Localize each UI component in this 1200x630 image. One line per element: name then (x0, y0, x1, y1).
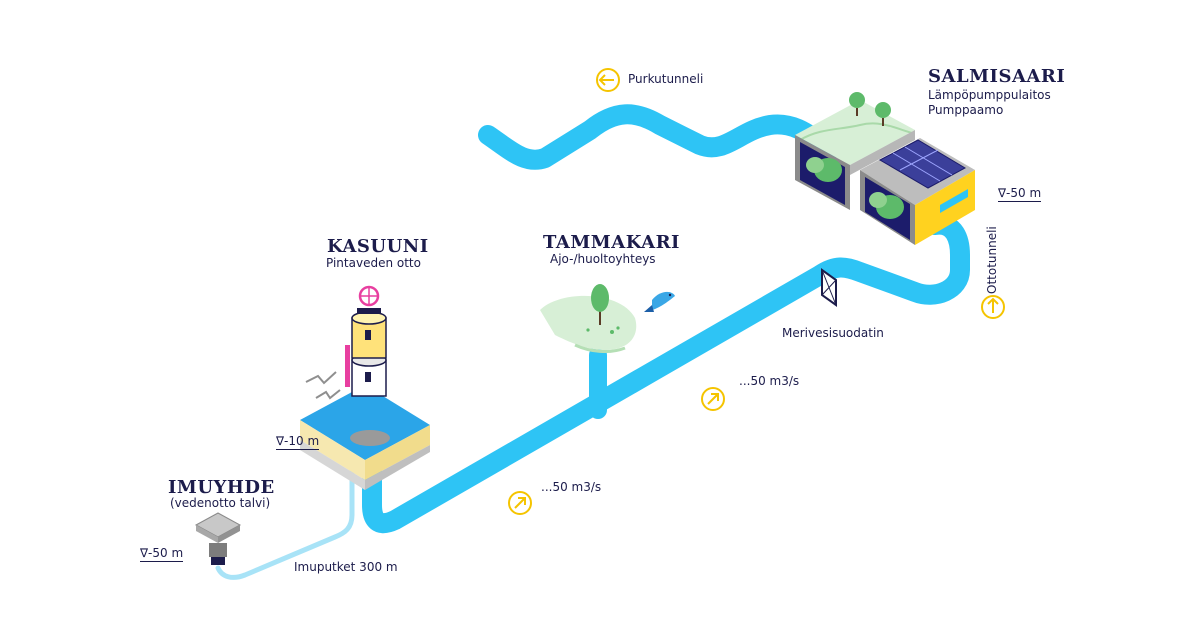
purkutunneli-tunnel (478, 104, 840, 170)
merivesisuodatin-filter (821, 268, 837, 307)
salmisaari-line1: Lämpöpumppulaitos (928, 88, 1051, 102)
tammakari-title: TAMMAKARI (543, 232, 680, 253)
salmisaari-title: SALMISAARI (928, 66, 1066, 87)
tammakari-subtitle: Ajo-/huoltoyhteys (550, 252, 656, 266)
salmisaari-building (795, 92, 975, 245)
flow-lower-label: ...50 m3/s (541, 480, 602, 494)
merivesisuodatin-label: Merivesisuodatin (782, 326, 884, 340)
salmisaari-line2: Pumppaamo (928, 103, 1004, 117)
imuyhde-subtitle: (vedenotto talvi) (170, 496, 271, 510)
imuputket-pipe (215, 467, 355, 580)
kasuuni-depth: ∇-10 m (276, 434, 320, 450)
flow-lower-arrow-icon (508, 491, 532, 515)
kasuuni-subtitle: Pintaveden otto (326, 256, 421, 270)
ottotunneli-arrow-icon (981, 295, 1005, 319)
ottotunneli-label: Ottotunneli (985, 226, 999, 294)
imuyhde-depth: ∇-50 m (140, 546, 184, 562)
imuyhde-intake (194, 512, 242, 565)
imuyhde-title: IMUYHDE (168, 477, 275, 498)
purkutunneli-label: Purkutunneli (628, 72, 704, 86)
tammakari-island (540, 284, 637, 354)
kasuuni-structure (300, 285, 430, 490)
flow-upper-label: ...50 m3/s (739, 374, 800, 388)
ottotunneli-tunnel (362, 214, 970, 534)
imuputket-label: Imuputket 300 m (294, 560, 398, 574)
purkutunneli-arrow-icon (596, 68, 620, 92)
salmisaari-depth: ∇-50 m (998, 186, 1042, 202)
fish-icon (644, 291, 675, 312)
flow-upper-arrow-icon (701, 387, 725, 411)
kasuuni-title: KASUUNI (327, 236, 429, 257)
